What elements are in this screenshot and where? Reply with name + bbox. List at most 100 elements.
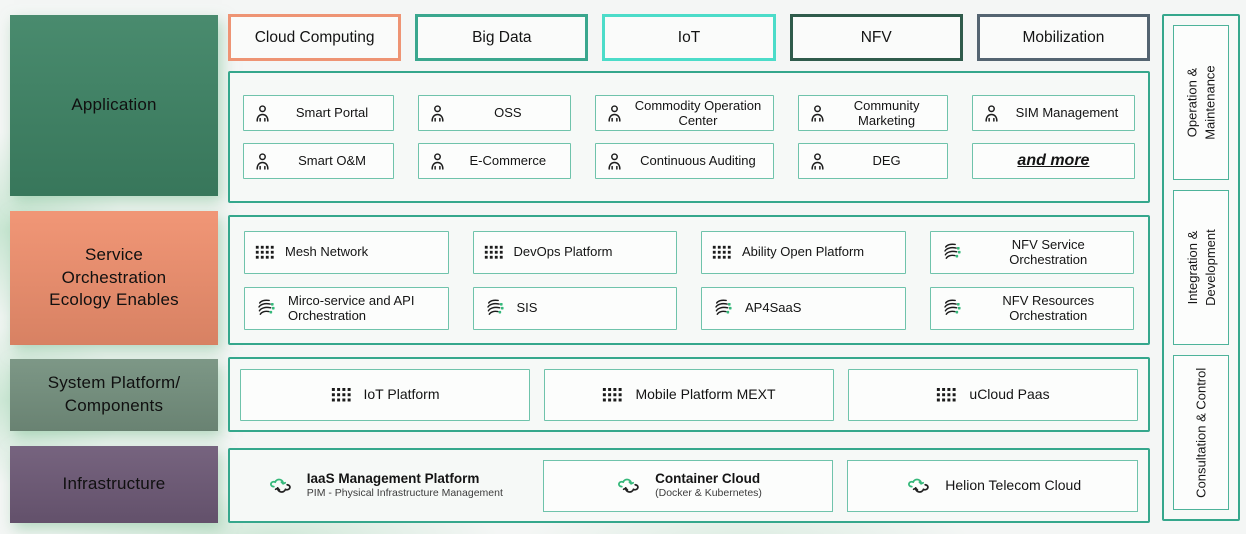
orchestration-icon [941,297,964,320]
svc-item-ap4saas: AP4SaaS [701,286,906,330]
app-item-and-more: and more [971,143,1135,179]
item-label: Mesh Network [285,244,369,260]
grid-icon [484,245,504,260]
grid-icon [331,387,352,403]
sys-item-mobile-platform-mext: Mobile Platform MEXT [544,368,834,421]
cloud-sync-icon [904,475,933,496]
item-text: Container Cloud (Docker & Kubernetes) [655,471,762,501]
layer-label-service-orchestration: Service Orchestration Ecology Enables [10,211,218,345]
tab-mobilization: Mobilization [976,14,1151,61]
service-orchestration-panel: Mesh Network DevOps Platform Ability Ope… [228,215,1150,345]
service-row-2: Mirco-service and API Orchestration SIS … [244,286,1134,330]
tab-label: Mobilization [1022,28,1105,46]
item-label: Mirco-service and API Orchestration [288,292,415,323]
orchestration-icon [484,297,507,320]
item-title: Container Cloud [655,470,761,486]
app-item-sim-management: SIM Management [971,95,1135,131]
sidebar-label: Consultation & Control [1192,367,1210,497]
item-label: and more [1017,151,1090,169]
app-item-continuous-auditing: Continuous Auditing [594,143,775,179]
person-icon [252,103,273,124]
sidebar-label: Integration & Development [1183,229,1218,306]
person-icon [981,103,1002,124]
item-label: uCloud Paas [969,386,1050,403]
item-label: IoT Platform [363,386,440,403]
item-subtitle: (Docker & Kubernetes) [655,487,762,500]
service-row-1: Mesh Network DevOps Platform Ability Ope… [244,230,1134,274]
infra-item-iaas-management-platform: IaaS Management Platform PIM - Physical … [240,460,529,512]
layer-label-text: System Platform/ [47,373,181,393]
grid-icon [255,245,275,260]
item-label: Community Marketing [853,97,920,128]
svc-item-nfv-resources-orchestration: NFV Resources Orchestration [929,286,1134,330]
infra-item-helion-telecom-cloud: Helion Telecom Cloud [847,459,1139,512]
tab-big-data: Big Data [415,14,589,61]
application-row-2: Smart O&M E-Commerce Continuous Auditing… [243,143,1135,179]
layer-label-text: Application [71,95,157,115]
item-label: Commodity Operation Center [634,97,762,128]
item-text: IaaS Management Platform PIM - Physical … [307,471,503,501]
cloud-sync-icon [266,475,295,496]
cloud-sync-icon [614,475,643,496]
app-item-deg: DEG [798,143,948,179]
sidebar-item-consultation-control: Consultation & Control [1173,355,1229,510]
item-label: NFV Resources Orchestration [1002,292,1095,323]
infra-item-container-cloud: Container Cloud (Docker & Kubernetes) [542,459,834,512]
sys-item-ucloud-paas: uCloud Paas [848,368,1138,421]
application-panel: Smart Portal OSS Commodity Operation Cen… [228,71,1150,203]
sidebar-label: Operation & Maintenance [1183,65,1218,139]
item-label: DevOps Platform [513,244,613,260]
grid-icon [712,245,732,260]
item-label: Ability Open Platform [742,244,865,260]
layer-label-application: Application [10,15,218,196]
grid-icon [936,387,957,403]
sidebar-label-line: Consultation & Control [1193,367,1209,498]
person-icon [604,103,625,124]
person-icon [427,103,448,124]
tab-cloud-computing: Cloud Computing [228,14,402,61]
item-label: OSS [494,105,522,121]
svc-item-nfv-service-orchestration: NFV Service Orchestration [929,230,1134,274]
sidebar-item-integration-development: Integration & Development [1173,190,1229,345]
tab-label: NFV [860,28,892,46]
sidebar-label-line: Integration & [1184,230,1200,305]
item-title: IaaS Management Platform [306,470,480,486]
sidebar-label-line: Operation & [1184,67,1200,138]
item-label: NFV Service Orchestration [1009,236,1088,267]
item-label: SIS [516,300,538,316]
layer-label-text: Service [84,244,144,264]
item-label: Mobile Platform MEXT [635,386,776,403]
layer-label-system-platform: System Platform/ Components [10,359,218,431]
app-item-community-marketing: Community Marketing [798,95,948,131]
infrastructure-panel: IaaS Management Platform PIM - Physical … [228,448,1150,523]
person-icon [807,103,828,124]
person-icon [252,151,273,172]
item-title: Helion Telecom Cloud [945,476,1082,493]
layer-label-text: Infrastructure [62,474,166,494]
item-label: SIM Management [1015,105,1119,121]
svc-item-ability-open-platform: Ability Open Platform [701,230,906,274]
item-label: DEG [872,153,901,169]
person-icon [807,151,828,172]
tab-label: Cloud Computing [254,28,375,46]
item-label: E-Commerce [469,153,547,169]
svc-item-mesh-network: Mesh Network [244,230,449,274]
item-label: Continuous Auditing [640,153,756,169]
sys-item-iot-platform: IoT Platform [240,368,530,421]
orchestration-icon [941,241,964,264]
grid-icon [602,387,623,403]
svc-item-devops-platform: DevOps Platform [472,230,677,274]
person-icon [604,151,625,172]
app-item-smart-portal: Smart Portal [243,95,395,131]
app-item-smart-om: Smart O&M [243,143,395,179]
tab-nfv: NFV [789,14,963,61]
layer-label-text: Ecology Enables [49,290,179,310]
app-item-commodity-operation-center: Commodity Operation Center [594,95,775,131]
tab-label: IoT [677,28,701,46]
item-label: Smart O&M [298,153,366,169]
application-row-1: Smart Portal OSS Commodity Operation Cen… [243,95,1135,131]
app-item-e-commerce: E-Commerce [418,143,571,179]
layer-label-text: Components [64,396,164,415]
person-icon [427,151,448,172]
